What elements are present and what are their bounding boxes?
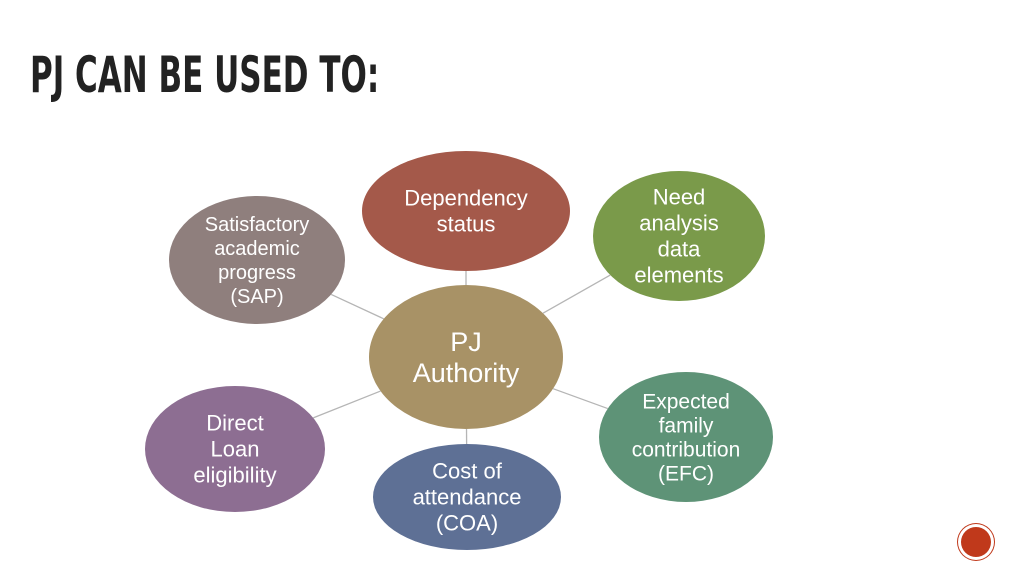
node-efc-label-line: (EFC): [658, 462, 714, 485]
next-slide-button[interactable]: [958, 524, 994, 560]
node-need-analysis-label-line: data: [658, 237, 702, 262]
node-dependency-shape: [362, 151, 570, 271]
node-sap-label-line: Satisfactory: [205, 214, 309, 236]
center-pj-authority-label-line: PJ: [450, 327, 482, 357]
node-direct-loan-shape: [145, 386, 325, 512]
node-efc-shape: [599, 372, 773, 502]
node-direct-loan-label-line: eligibility: [193, 463, 276, 488]
node-need-analysis-label-line: Need: [653, 185, 706, 210]
node-dependency-label-line: Dependency: [404, 186, 528, 211]
node-sap-label-line: progress: [218, 262, 296, 284]
connectors: [312, 271, 611, 445]
connector-direct-loan: [312, 390, 381, 419]
node-sap-label-line: academic: [214, 238, 300, 260]
node-efc-label-line: family: [659, 414, 714, 437]
node-coa-label-line: attendance: [413, 485, 522, 510]
node-coa-label-line: Cost of: [432, 459, 503, 484]
node-coa-label-line: (COA): [436, 511, 498, 536]
node-dependency-label-line: status: [437, 212, 496, 237]
node-need-analysis-shape: [593, 171, 765, 301]
center-pj-authority-shape: [369, 285, 563, 429]
node-need-analysis-label-line: elements: [634, 263, 723, 288]
node-direct-loan-label-line: Direct: [206, 411, 263, 436]
node-efc-label-line: contribution: [632, 438, 741, 461]
center-pj-authority-label-line: Authority: [413, 358, 520, 388]
node-efc-label-line: Expected: [642, 390, 730, 413]
connector-sap: [330, 293, 385, 320]
node-need-analysis-label-line: analysis: [639, 211, 718, 236]
nodes: DependencystatusNeedanalysisdataelements…: [145, 151, 773, 550]
connector-need-analysis: [542, 274, 611, 314]
slide-title: PJ CAN BE USED TO:: [30, 46, 380, 104]
node-sap-shape: [169, 196, 345, 324]
node-direct-loan-label-line: Loan: [211, 437, 260, 462]
node-sap-label-line: (SAP): [230, 286, 283, 308]
node-coa-shape: [373, 444, 561, 550]
connector-efc: [552, 388, 608, 410]
